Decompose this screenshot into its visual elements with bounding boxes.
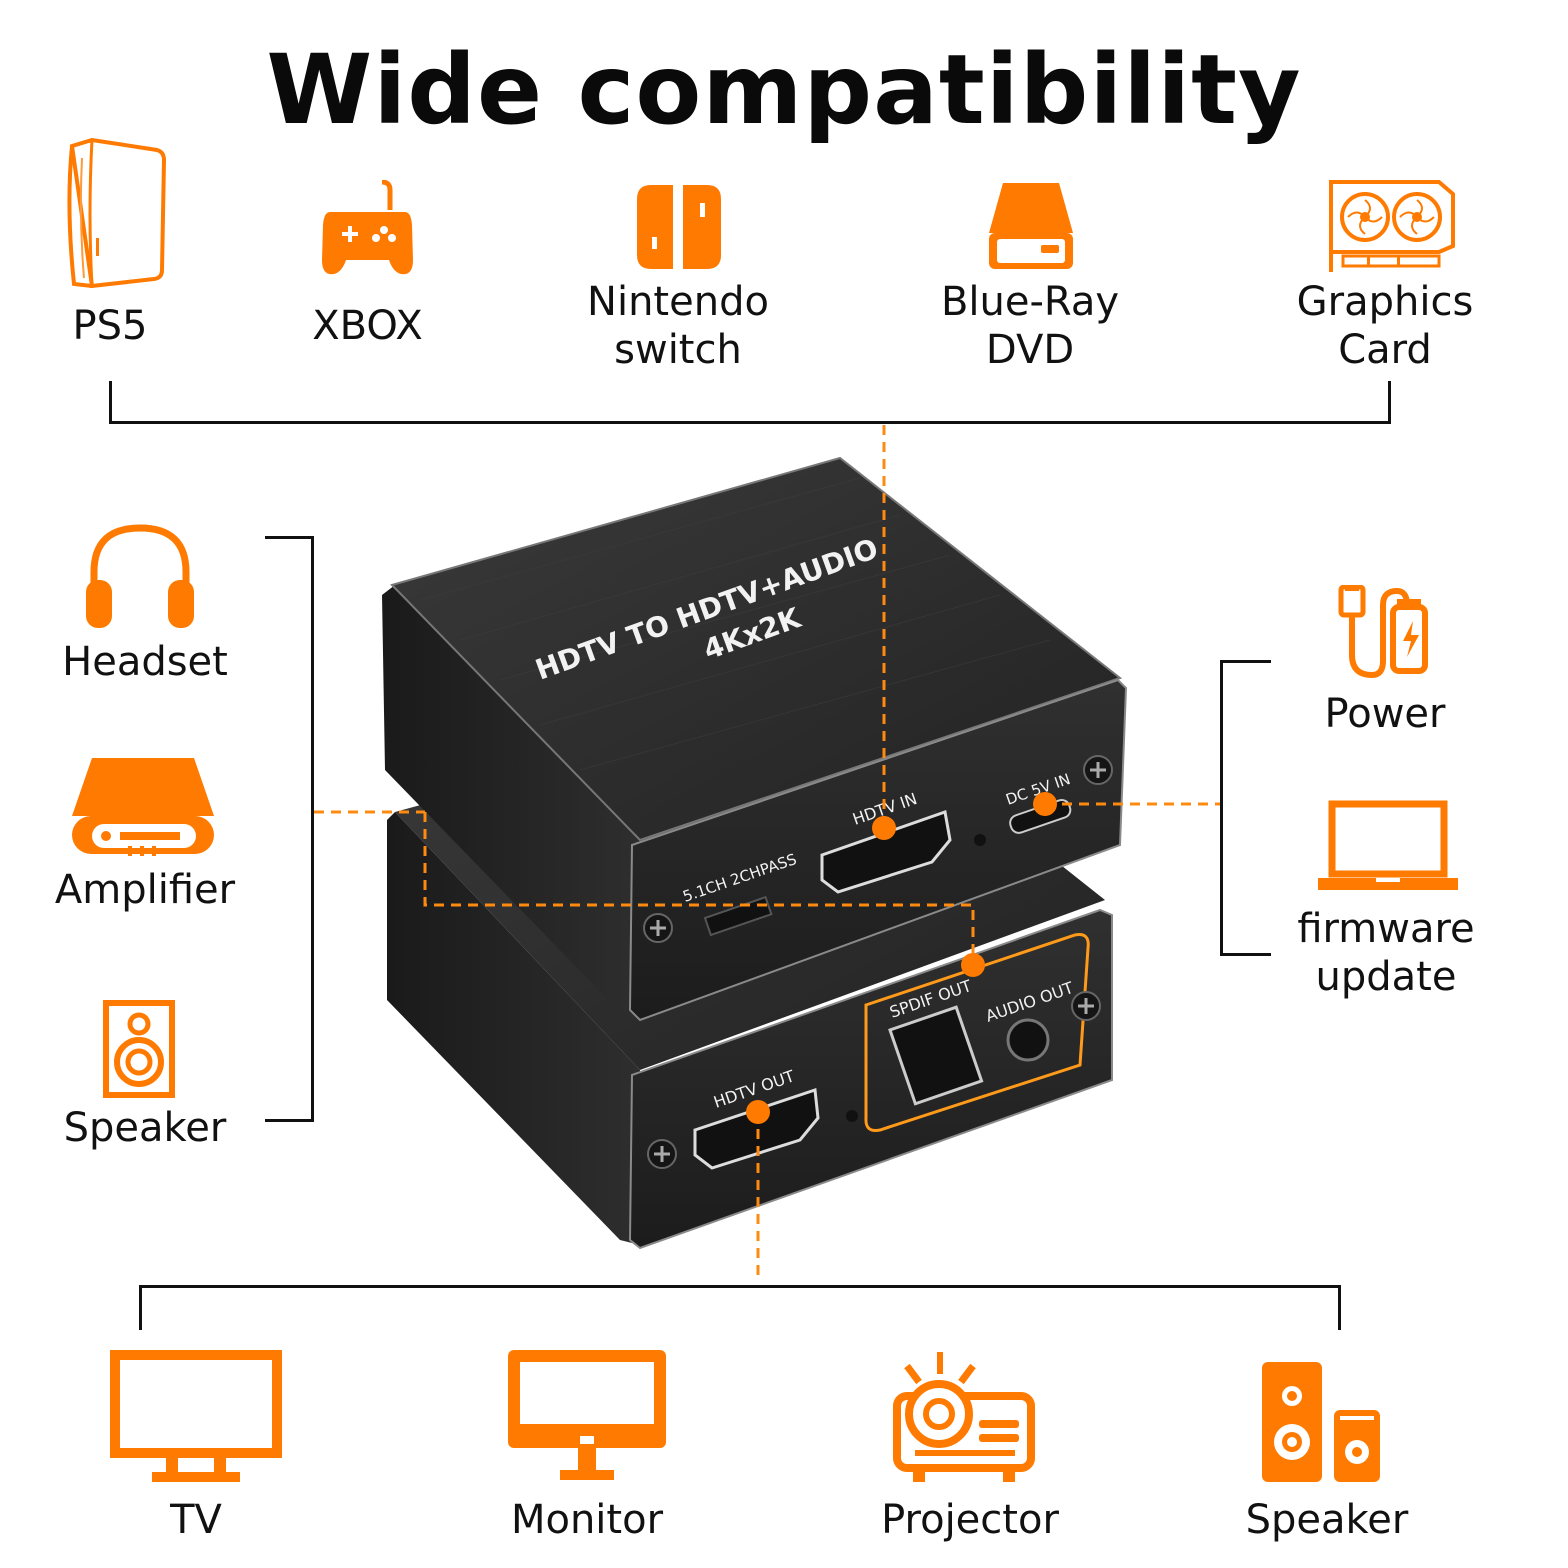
mode-switch[interactable] [703, 895, 773, 937]
graphics-card-icon [1327, 180, 1455, 275]
upper-unit-side [382, 585, 640, 1020]
ps5-console-icon [62, 138, 172, 288]
projector-icon [893, 1352, 1035, 1484]
upper-unit-top [390, 456, 1123, 842]
source-label-graphics: Graphics Card [1296, 279, 1474, 373]
item-label-firmware: firmware update [1297, 906, 1475, 1000]
nintendo-switch-icon [637, 185, 721, 269]
screw-icon-lower [647, 991, 1101, 1169]
source-label-dvd: Blue-Ray DVD [940, 279, 1120, 373]
source-label-xbox: XBOX [312, 303, 423, 349]
item-label-power: Power [1324, 691, 1446, 737]
speaker-icon [103, 1000, 175, 1098]
output-label-headset: Headset [62, 639, 228, 685]
lower-unit-front [628, 908, 1113, 1250]
display-label-monitor: Monitor [510, 1497, 664, 1543]
connection-lines [314, 425, 1220, 1282]
audio-jack-port [1006, 1018, 1050, 1062]
gamepad-icon [320, 180, 415, 278]
amplifier-icon [70, 758, 216, 858]
spdif-optical-port [888, 1005, 984, 1106]
laptop-icon [1316, 800, 1460, 892]
screw-icon [643, 755, 1113, 943]
usb-power-icon [1337, 585, 1432, 680]
source-label-ps5: PS5 [72, 303, 148, 349]
source-label-nintendo: Nintendo switch [587, 279, 769, 373]
lower-unit-side [387, 812, 640, 1245]
top-bracket [109, 381, 1391, 424]
headset-icon [84, 522, 196, 630]
hdmi-in-port [820, 810, 952, 894]
output-label-speaker-left: Speaker [63, 1105, 227, 1151]
display-label-projector: Projector [881, 1497, 1059, 1543]
monitor-icon [508, 1350, 666, 1485]
audio-port-highlight [864, 933, 1090, 1132]
speakers-icon [1262, 1362, 1382, 1484]
right-bracket [1220, 660, 1271, 956]
output-label-amplifier: Amplifier [54, 867, 236, 913]
bottom-bracket [139, 1285, 1341, 1330]
display-label-tv: TV [170, 1497, 222, 1543]
dvd-player-icon [987, 183, 1075, 271]
connection-points [746, 792, 1057, 1124]
left-bracket [265, 536, 314, 1122]
tv-icon [110, 1350, 282, 1485]
display-label-speaker: Speaker [1245, 1497, 1409, 1543]
page-title: Wide compatibility [266, 34, 1302, 146]
